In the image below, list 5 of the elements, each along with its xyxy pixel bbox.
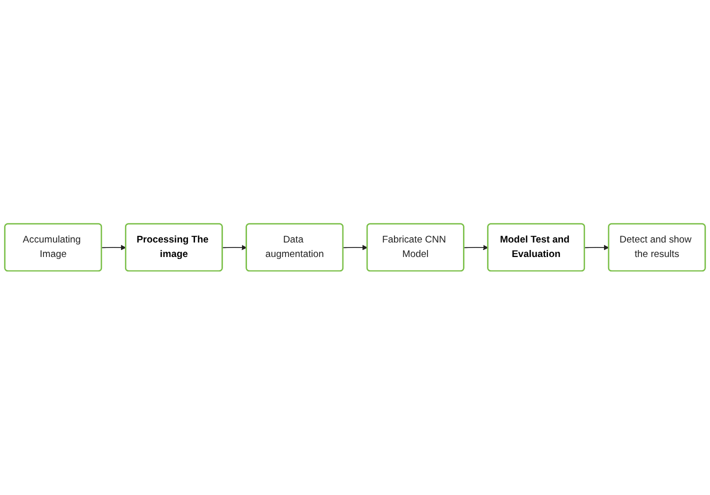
arrow (222, 245, 247, 250)
arrow (101, 245, 126, 250)
arrow (342, 245, 368, 250)
arrow (584, 245, 610, 250)
arrow (464, 245, 488, 250)
